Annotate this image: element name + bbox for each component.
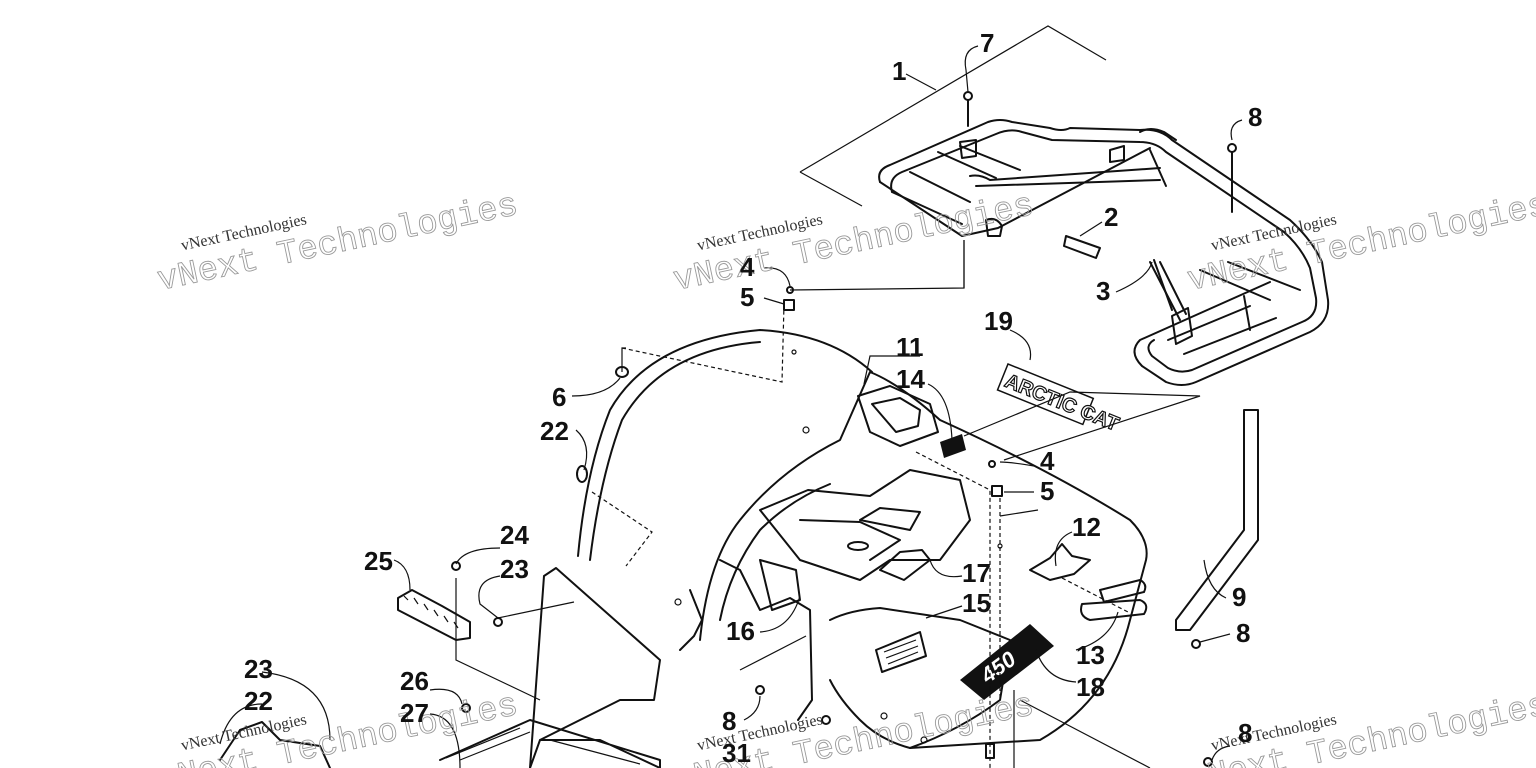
callout-24: 24 (500, 520, 529, 550)
callout-31: 31 (722, 738, 751, 768)
callout-6: 6 (552, 382, 566, 412)
leader-lines (219, 45, 1243, 768)
watermark-2: vNext Technologies vNext Technologies (670, 187, 1038, 301)
warning-label-15 (875, 631, 927, 673)
callout-3: 3 (1096, 276, 1110, 306)
rear-rack (799, 25, 1330, 386)
left-fender-flap (529, 567, 661, 768)
callout-23b: 23 (244, 654, 273, 684)
footrest-25 (397, 589, 471, 641)
lower-left-bracket (219, 721, 331, 768)
callout-8a: 8 (1248, 102, 1262, 132)
callout-25: 25 (364, 546, 393, 576)
callout-labels: 1 2 3 4 4 5 5 6 7 8 8 8 8 9 11 12 13 14 … (244, 28, 1262, 768)
callout-22b: 22 (244, 686, 273, 716)
rear-fender (577, 329, 1148, 749)
callout-23a: 23 (500, 554, 529, 584)
callout-2: 2 (1104, 202, 1118, 232)
watermark-big-4: vNext Technologies (154, 687, 521, 768)
callout-19: 19 (984, 306, 1013, 336)
watermark-6: vNext Technologies vNext Technologies (1184, 687, 1536, 768)
callout-22a: 22 (540, 416, 569, 446)
label-17 (879, 549, 931, 581)
callout-4b: 4 (1040, 446, 1055, 476)
label-12 (1029, 543, 1091, 581)
callout-5b: 5 (1040, 476, 1054, 506)
footwell (439, 719, 661, 768)
hardware (451, 91, 1237, 767)
watermark-3: vNext Technologies vNext Technologies (1184, 187, 1536, 301)
callout-18: 18 (1076, 672, 1105, 702)
callout-11: 11 (896, 332, 924, 362)
callout-15: 15 (962, 588, 991, 618)
callout-13: 13 (1076, 640, 1105, 670)
callout-5a: 5 (740, 282, 754, 312)
label-14 (940, 434, 966, 458)
rack-support-tube (1175, 409, 1259, 631)
callout-8d: 8 (1238, 718, 1252, 748)
watermark-4: vNext Technologies vNext Technologies (154, 687, 522, 768)
callout-17: 17 (962, 558, 991, 588)
alignment-lines (455, 240, 1201, 768)
callout-12: 12 (1072, 512, 1101, 542)
callout-1: 1 (892, 56, 906, 86)
callout-8b: 8 (1236, 618, 1250, 648)
callout-14: 14 (896, 364, 925, 394)
callout-26: 26 (400, 666, 429, 696)
450-decal: 450 (960, 624, 1054, 700)
callout-27: 27 (400, 698, 429, 728)
callout-4a: 4 (740, 252, 755, 282)
watermark-1: vNext Technologies vNext Technologies (154, 187, 522, 301)
callout-16: 16 (726, 616, 755, 646)
callout-7: 7 (980, 28, 994, 58)
callout-9: 9 (1232, 582, 1246, 612)
arctic-cat-decal: ARCTIC CAT (996, 363, 1122, 436)
arctic-cat-decal-text: ARCTIC CAT (1002, 370, 1122, 436)
callout-8c: 8 (722, 706, 736, 736)
